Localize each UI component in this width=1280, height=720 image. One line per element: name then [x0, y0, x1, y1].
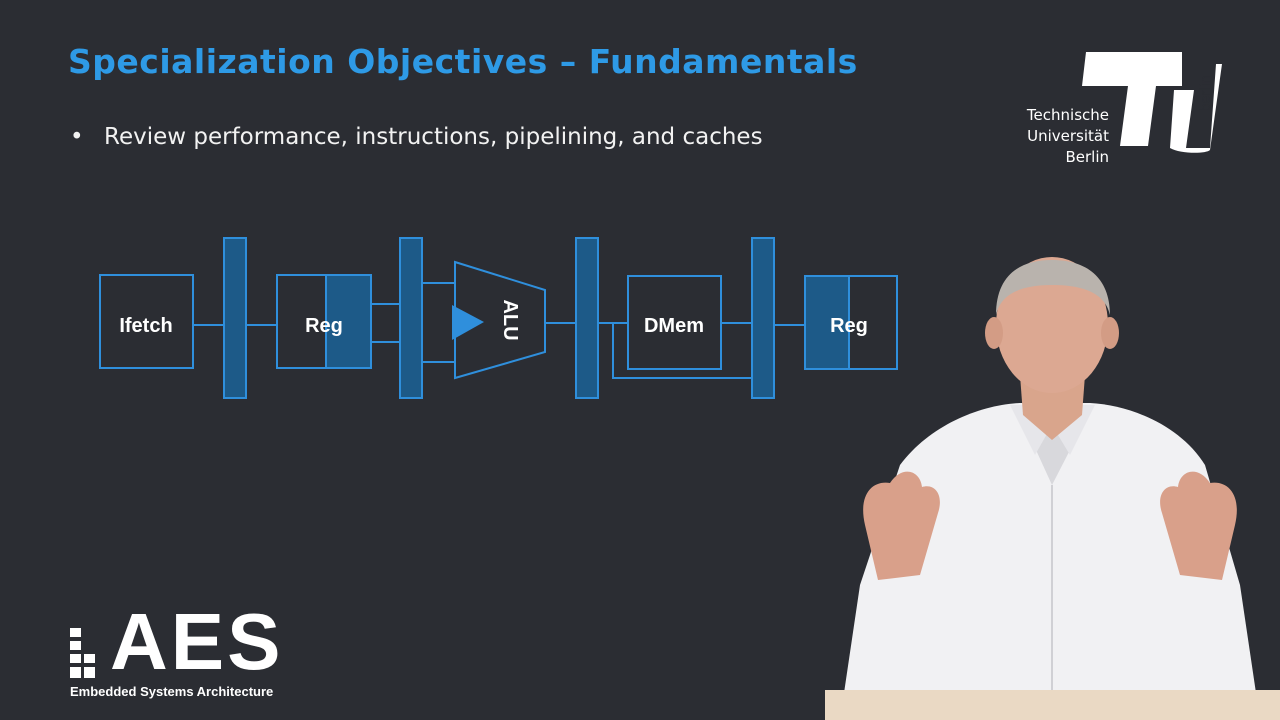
pipeline-register-2 [399, 237, 423, 399]
slide-title: Specialization Objectives – Fundamentals [68, 42, 858, 81]
dmem-label: DMem [644, 315, 704, 337]
pipeline-register-3 [575, 237, 599, 399]
laes-bars-icon [70, 628, 95, 678]
reg-write-shaded-half [805, 276, 849, 369]
tu-line-universitaet: Universität [1027, 127, 1109, 145]
alu-input-triangle-icon [452, 305, 484, 340]
bullet-text: Review performance, instructions, pipeli… [104, 124, 763, 150]
reg-read-block [276, 274, 372, 369]
ifetch-label: Ifetch [119, 315, 172, 337]
pipeline-register-4 [751, 237, 775, 399]
presenter-image [825, 257, 1280, 720]
bullet-marker: • [70, 124, 84, 150]
ifetch-block [99, 274, 194, 369]
bullet-item: • Review performance, instructions, pipel… [70, 124, 763, 150]
connector-lines [193, 282, 805, 379]
laes-subtitle: Embedded Systems Architecture [70, 684, 274, 699]
tu-line-technische: Technische [1026, 106, 1109, 124]
reg-write-label: Reg [830, 315, 868, 337]
tu-berlin-logo: Technische Universität Berlin berlin [1010, 50, 1225, 170]
reg-read-label: Reg [305, 315, 343, 337]
tu-line-berlin: Berlin [1065, 148, 1109, 166]
laes-wordmark: AES [110, 597, 284, 686]
alu-label: ALU [499, 299, 521, 340]
dmem-block [627, 275, 722, 370]
alu-block [454, 260, 546, 380]
pipeline-register-1 [223, 237, 247, 399]
tu-vertical-text: berlin [1197, 75, 1214, 112]
tu-emblem-icon: berlin [1082, 52, 1222, 153]
reg-read-shaded-half [326, 275, 371, 368]
reg-write-block [804, 275, 898, 370]
